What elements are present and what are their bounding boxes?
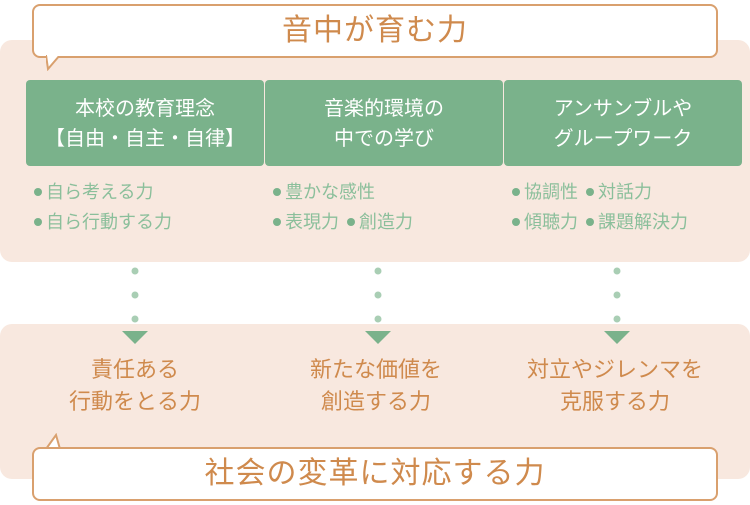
bullet-dot-icon [512, 218, 520, 226]
outcome-text: 新たな価値を 創造する力 [257, 355, 495, 419]
bullet-text: 協調性 [524, 182, 578, 203]
bullet-dot-icon [512, 188, 520, 196]
bullet-list: 協調性対話力 傾聴力課題解決力 [512, 178, 688, 238]
concept-box-line: 本校の教育理念 [75, 96, 215, 120]
bullet-text: 豊かな感性 [285, 182, 375, 203]
outcome-text: 対立やジレンマを 克服する力 [496, 355, 734, 419]
bullet-text: 対話力 [598, 182, 652, 203]
bullet-dot-icon [273, 218, 281, 226]
concept-box-line: アンサンブルや [553, 96, 693, 120]
bullet-row: 表現力創造力 [273, 208, 413, 238]
bullet-row: 傾聴力課題解決力 [512, 208, 688, 238]
top-callout-text: 音中が育む力 [282, 13, 468, 48]
outcome-line: 新たな価値を [309, 358, 442, 383]
bullet-row: 自ら考える力 [34, 178, 172, 208]
bottom-callout: 社会の変革に対応する力 [32, 447, 718, 501]
bullet-row: 協調性対話力 [512, 178, 688, 208]
bullet-text: 傾聴力 [524, 212, 578, 233]
bullet-text: 課題解決力 [598, 212, 688, 233]
bullet-row: 自ら行動する力 [34, 208, 172, 238]
dotted-arrow-connector [122, 267, 148, 344]
outcome-line: 対立やジレンマを [526, 358, 703, 383]
bullet-dot-icon [273, 188, 281, 196]
outcome-line: 克服する力 [559, 390, 670, 415]
bullet-text: 自ら考える力 [46, 182, 154, 203]
outcome-line: 行動をとる力 [68, 390, 201, 415]
bullet-list: 自ら考える力 自ら行動する力 [34, 178, 172, 238]
dotted-arrow-connector [604, 267, 630, 344]
bullet-text: 表現力 [285, 212, 339, 233]
bullet-dot-icon [347, 218, 355, 226]
bullet-dot-icon [586, 188, 594, 196]
concept-box-line: グループワーク [553, 126, 693, 150]
concept-box-line: 中での学び [334, 126, 434, 150]
bottom-callout-text: 社会の変革に対応する力 [204, 456, 546, 491]
bottom-callout-tail [46, 433, 61, 449]
outcome-line: 責任ある [90, 358, 179, 383]
concept-box-music-environment: 音楽的環境の 中での学び [265, 80, 503, 166]
top-callout-tail [46, 55, 61, 71]
bullet-list: 豊かな感性 表現力創造力 [273, 178, 413, 238]
outcome-line: 創造する力 [320, 390, 431, 415]
concept-box-line: 音楽的環境の [324, 96, 444, 120]
bullet-dot-icon [34, 218, 42, 226]
bullet-row: 豊かな感性 [273, 178, 413, 208]
bullet-dot-icon [34, 188, 42, 196]
concept-box-line: 【自由・自主・自律】 [45, 126, 245, 150]
top-callout: 音中が育む力 [32, 4, 718, 58]
concept-box-ensemble: アンサンブルや グループワーク [504, 80, 742, 166]
bullet-text: 自ら行動する力 [46, 212, 172, 233]
bullet-text: 創造力 [359, 212, 413, 233]
outcome-text: 責任ある 行動をとる力 [16, 355, 254, 419]
dotted-arrow-connector [365, 267, 391, 344]
concept-box-education-philosophy: 本校の教育理念 【自由・自主・自律】 [26, 80, 264, 166]
bullet-dot-icon [586, 218, 594, 226]
